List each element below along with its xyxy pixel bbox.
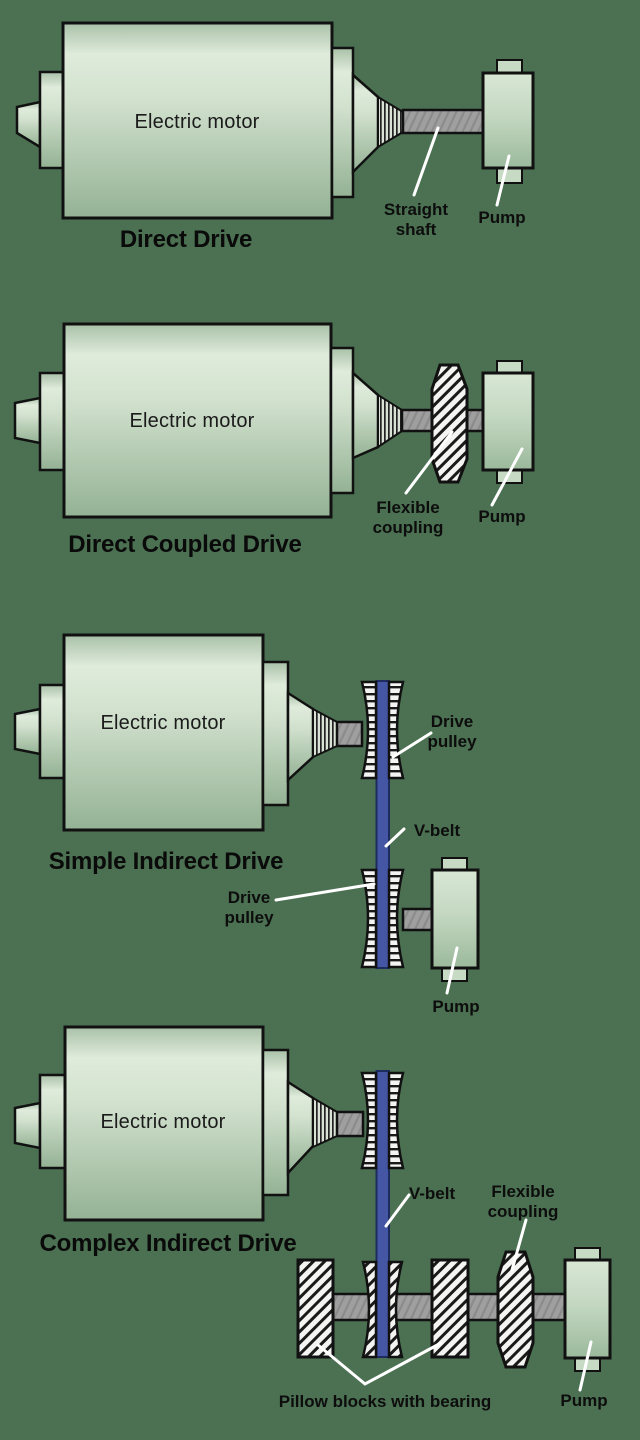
flexible-coupling-label: Flexible coupling: [372, 498, 444, 537]
motor-step: [261, 1048, 290, 1197]
motor-nose: [13, 1101, 42, 1150]
v-belt-label: V-belt: [413, 821, 461, 840]
pump-label: Pump: [560, 1391, 608, 1410]
motor-spline: [377, 393, 403, 449]
drive-pulley-bottom-label: Drive pulley: [224, 888, 274, 927]
motor-label: Electric motor: [134, 111, 260, 133]
drive-pulley-top: [360, 680, 405, 780]
shaft-motor-side: [335, 720, 364, 748]
straight-shaft: [401, 108, 485, 135]
coupling-leader: [404, 430, 454, 495]
shaft-motor-side: [400, 408, 434, 433]
motor-bell: [351, 370, 380, 460]
pillow-block-left: [296, 1258, 335, 1359]
pump-leader: [495, 154, 511, 207]
motor-end-cap: [38, 1073, 67, 1170]
pump-body: [481, 371, 535, 472]
pulley-half-left: [360, 868, 378, 969]
shaft-pump-side: [401, 907, 434, 932]
flexible-coupling: [496, 1250, 535, 1369]
straight-shaft-leader: [412, 126, 440, 197]
motor-end-cap: [38, 371, 66, 472]
pulley-half-right: [387, 868, 405, 969]
pump-label: Pump: [478, 507, 526, 526]
motor-body: [61, 21, 334, 220]
coupling-leader: [510, 1218, 528, 1272]
v-belt-label: V-belt: [408, 1184, 456, 1203]
direct-coupled-drive-figure: [13, 322, 535, 519]
leader-lines: [316, 1193, 593, 1392]
straight-shaft-label: Straight shaft: [383, 200, 449, 239]
v-belt-leader: [384, 827, 406, 848]
motor-spline: [377, 95, 404, 149]
motor-step: [330, 46, 355, 199]
electric-motor: [13, 322, 403, 519]
pulley-half-right: [387, 1260, 404, 1359]
motor-label: Electric motor: [100, 1111, 226, 1133]
v-belt: [375, 680, 390, 969]
pump: [481, 59, 535, 184]
pump-leader: [578, 1340, 593, 1392]
electric-motor: [13, 1025, 338, 1222]
pump-label: Pump: [432, 997, 480, 1016]
pump: [481, 360, 535, 484]
diagram-title-complex-indirect-drive: Complex Indirect Drive: [39, 1230, 297, 1257]
drive-pulley-top: [360, 1071, 405, 1170]
v-belt-leader: [384, 1193, 411, 1228]
pillow-blocks-leader: [316, 1341, 443, 1386]
pulley-half-right: [387, 680, 405, 780]
leader-lines: [412, 126, 511, 207]
pump: [430, 857, 480, 982]
diagram-title-simple-indirect-drive: Simple Indirect Drive: [48, 848, 284, 875]
pulley-half-left: [361, 1260, 378, 1359]
shaft-pump-side: [465, 408, 485, 433]
v-belt: [375, 1070, 390, 1358]
motor-label: Electric motor: [100, 712, 226, 734]
flexible-coupling: [430, 363, 469, 484]
motor-end-cap: [38, 70, 67, 170]
diagram-title-direct-coupled-drive: Direct Coupled Drive: [68, 531, 302, 558]
motor-spline: [312, 1096, 338, 1149]
pulley-half-right: [387, 1071, 405, 1170]
motor-bell: [286, 1079, 315, 1177]
leader-lines: [274, 731, 459, 995]
pulley-half-left: [360, 680, 378, 780]
motor-nose: [15, 100, 42, 150]
diagram-title-direct-drive: Direct Drive: [119, 226, 253, 253]
shaft-motor-side: [335, 1110, 365, 1138]
electric-motor: [13, 633, 338, 832]
pump-body: [481, 71, 535, 170]
motor-bell: [351, 72, 380, 176]
drive-pulley-top-leader: [391, 731, 433, 759]
pump-body: [563, 1258, 612, 1360]
simple-indirect-drive-figure: [13, 633, 480, 995]
pump-label: Pump: [478, 208, 526, 227]
motor-bell: [286, 690, 315, 783]
flexible-coupling-label: Flexible coupling: [487, 1182, 559, 1221]
drive-pulley-bottom-leader: [274, 882, 376, 902]
motor-spline: [312, 707, 338, 759]
drive-pulley-top-label: Drive pulley: [427, 712, 477, 751]
complex-indirect-drive-figure: [13, 1025, 612, 1392]
drive-pulley-bottom: [361, 1260, 404, 1359]
motor-step: [261, 660, 290, 807]
motor-label: Electric motor: [129, 410, 255, 432]
motor-nose: [13, 396, 42, 445]
motor-nose: [13, 707, 42, 756]
pillow-block-right: [430, 1258, 470, 1359]
drive-pulley-bottom: [360, 868, 405, 969]
motor-step: [329, 346, 355, 495]
leader-lines: [404, 430, 524, 507]
pump-leader: [445, 946, 459, 995]
direct-drive-figure: [15, 21, 535, 220]
electric-motor: [15, 21, 404, 220]
motor-end-cap: [38, 683, 66, 780]
pump-leader: [490, 447, 524, 507]
pillow-blocks-label: Pillow blocks with bearing: [278, 1392, 492, 1411]
pulley-half-left: [360, 1071, 378, 1170]
motor-body: [62, 322, 333, 519]
